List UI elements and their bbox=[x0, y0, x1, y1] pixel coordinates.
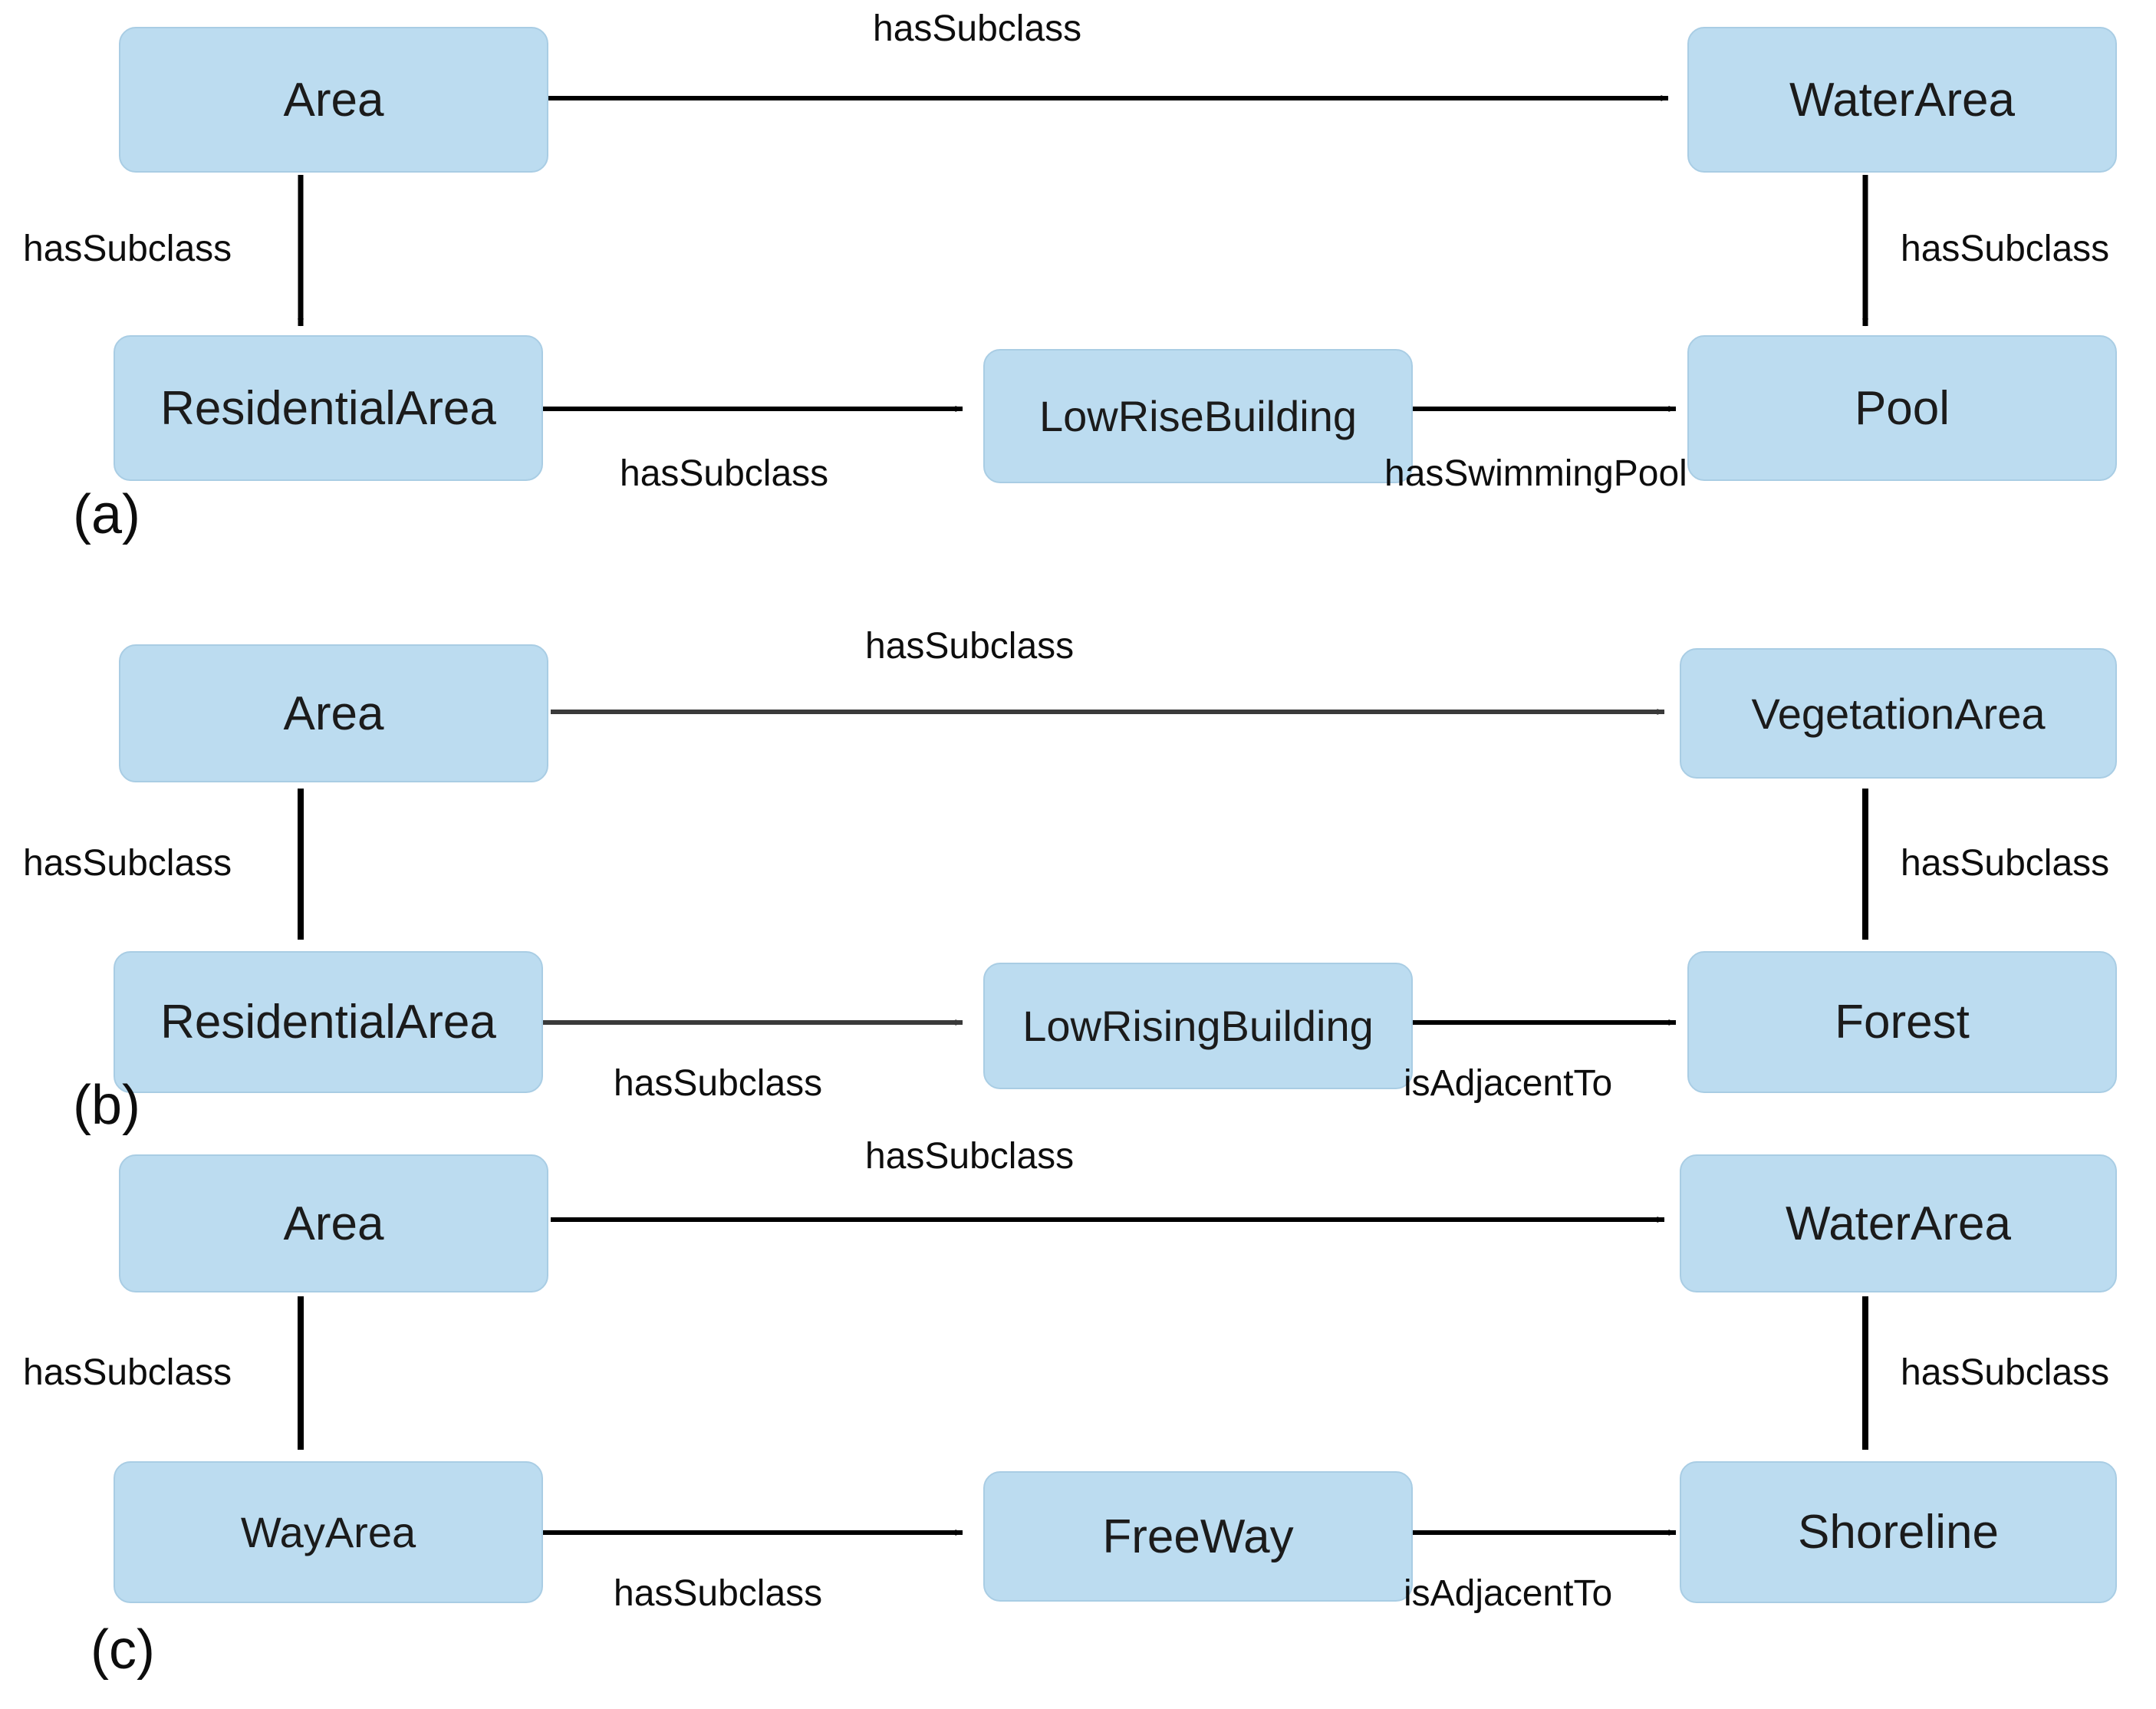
edge-label-b-lowrisingbuilding-forest: isAdjacentTo bbox=[1404, 1063, 1613, 1104]
panel-label-a: (a) bbox=[73, 484, 140, 545]
node-shoreline-c[interactable]: Shoreline bbox=[1680, 1461, 2117, 1603]
edge-label-a-waterarea-pool: hasSubclass bbox=[1901, 229, 2110, 269]
node-lowrisebuilding-a[interactable]: LowRiseBuilding bbox=[983, 349, 1413, 483]
edge-label-b-residentialarea-lowrisingbuilding: hasSubclass bbox=[614, 1063, 823, 1104]
edge-label-c-waterarea-shoreline: hasSubclass bbox=[1901, 1352, 2110, 1393]
edge-label-c-area-waterarea: hasSubclass bbox=[865, 1136, 1075, 1177]
edge-label-a-area-residentialarea: hasSubclass bbox=[23, 229, 232, 269]
edge-label-b-area-vegetationarea: hasSubclass bbox=[865, 626, 1075, 667]
panel-label-c: (c) bbox=[91, 1619, 155, 1681]
node-residentialarea-b[interactable]: ResidentialArea bbox=[114, 951, 543, 1093]
panel-label-b: (b) bbox=[73, 1075, 140, 1136]
edge-label-c-area-wayarea: hasSubclass bbox=[23, 1352, 232, 1393]
edge-label-b-vegetationarea-forest: hasSubclass bbox=[1901, 843, 2110, 884]
node-freeway-c[interactable]: FreeWay bbox=[983, 1471, 1413, 1602]
edge-label-a-area-waterarea: hasSubclass bbox=[873, 8, 1082, 49]
node-area-c[interactable]: Area bbox=[119, 1154, 548, 1292]
node-wayarea-c[interactable]: WayArea bbox=[114, 1461, 543, 1603]
node-waterarea-a[interactable]: WaterArea bbox=[1687, 27, 2117, 173]
edge-label-b-area-residentialarea: hasSubclass bbox=[23, 843, 232, 884]
node-forest-b[interactable]: Forest bbox=[1687, 951, 2117, 1093]
edge-label-c-freeway-shoreline: isAdjacentTo bbox=[1404, 1573, 1613, 1614]
edge-label-a-lowrisebuilding-pool: hasSwimmingPool bbox=[1384, 453, 1687, 494]
node-vegetationarea-b[interactable]: VegetationArea bbox=[1680, 648, 2117, 779]
node-waterarea-c[interactable]: WaterArea bbox=[1680, 1154, 2117, 1292]
node-pool-a[interactable]: Pool bbox=[1687, 335, 2117, 481]
node-area-a[interactable]: Area bbox=[119, 27, 548, 173]
node-residentialarea-a[interactable]: ResidentialArea bbox=[114, 335, 543, 481]
node-area-b[interactable]: Area bbox=[119, 644, 548, 782]
edge-label-c-wayarea-freeway: hasSubclass bbox=[614, 1573, 823, 1614]
edge-label-a-residentialarea-lowrisebuilding: hasSubclass bbox=[620, 453, 829, 494]
node-lowrisingbuilding-b[interactable]: LowRisingBuilding bbox=[983, 963, 1413, 1089]
